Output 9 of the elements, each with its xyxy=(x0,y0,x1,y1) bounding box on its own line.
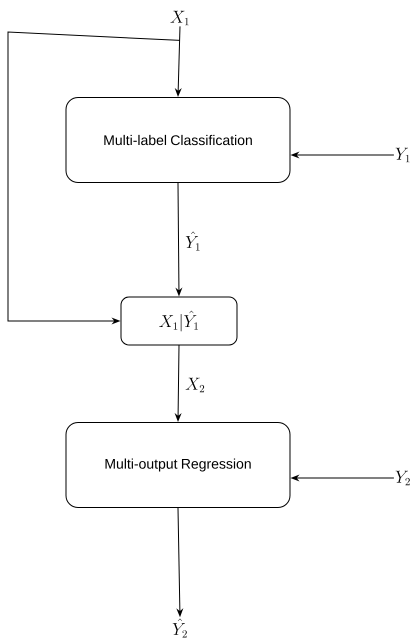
input-label: $\hat{Y_2}$ xyxy=(172,618,187,638)
process-box: Multi-output Regression xyxy=(66,422,290,508)
process-box: Multi-label Classification xyxy=(66,97,290,183)
input-label: $Y_2$ xyxy=(396,470,410,486)
process-box: $X_1|\hat{Y_1}$ xyxy=(120,296,238,346)
input-label: $Y_1$ xyxy=(396,148,410,162)
input-label: $X_1$ xyxy=(170,10,189,26)
edge-label: $X_2$ xyxy=(186,378,204,392)
edge-label: $\hat{Y_1}$ xyxy=(186,232,200,250)
